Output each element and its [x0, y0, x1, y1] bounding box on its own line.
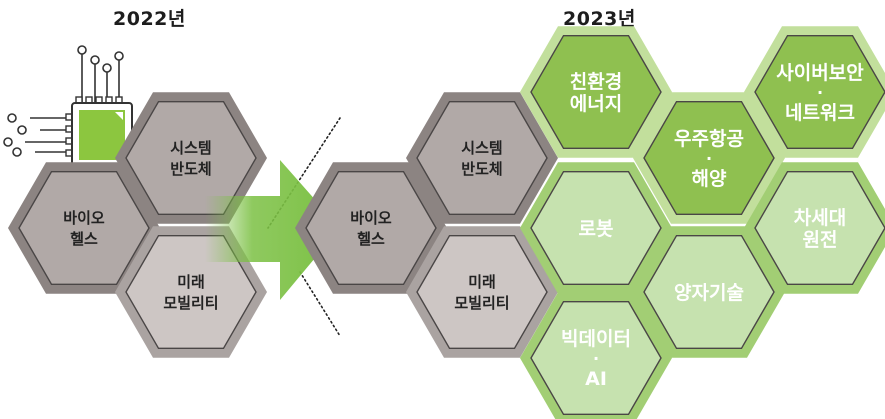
y2023-aerospace-marine-label-line-1: 우주항공 [674, 128, 744, 150]
y2023-aerospace-marine-label-line-2: · [706, 149, 712, 168]
y2022-bio-health-label-line-1: 바이오 [63, 209, 105, 227]
y2023-hex-quantum: 양자기술 [633, 226, 785, 358]
y2023-hex-aerospace-marine: 우주항공·해양 [633, 92, 785, 224]
y2023-system-semi-label-line-2: 반도체 [461, 160, 502, 178]
y2023-hex-bigdata-ai: 빅데이터·AI [520, 292, 672, 419]
y2023-bigdata-ai-label-line-2: · [593, 349, 599, 368]
y2023-bio-health-label-line-1: 바이오 [350, 209, 392, 227]
y2022-future-mobility-label-line-2: 모빌리티 [163, 294, 218, 312]
y2023-cyber-network-label-line-3: 네트워크 [785, 102, 855, 124]
y2023-eco-energy-label-line-2: 에너지 [570, 93, 622, 115]
y2022-system-semi-label-line-2: 반도체 [170, 160, 211, 178]
y2023-quantum-label-line-1: 양자기술 [674, 282, 744, 304]
year-2022-label: 2022년 [113, 8, 186, 30]
transition-arrow [205, 160, 340, 300]
y2023-bio-health-label-line-2: 헬스 [357, 230, 385, 248]
y2023-hex-robot: 로봇 [520, 162, 672, 294]
y2023-cyber-network-label-line-2: · [817, 83, 823, 102]
y2022-system-semi-label-line-1: 시스템 [170, 139, 211, 157]
y2023-hex-cyber-network: 사이버보안·네트워크 [744, 26, 885, 158]
y2023-bigdata-ai-label-line-1: 빅데이터 [561, 328, 631, 350]
y2023-system-semi-label-line-1: 시스템 [461, 139, 502, 157]
y2023-future-mobility-label-line-1: 미래 [468, 273, 496, 291]
y2023-aerospace-marine-label-line-3: 해양 [692, 168, 727, 190]
year-2023-label: 2023년 [563, 8, 636, 30]
y2023-next-gen-nuclear-label-line-1: 차세대 [794, 207, 846, 229]
semiconductor-chip-icon [3, 45, 133, 168]
y2023-next-gen-nuclear-label-line-2: 원전 [803, 229, 838, 251]
y2022-future-mobility-label-line-1: 미래 [177, 273, 205, 291]
y2023-robot-label-line-1: 로봇 [579, 218, 614, 240]
y2023-future-mobility-label-line-2: 모빌리티 [454, 294, 509, 312]
y2023-cyber-network-label-line-1: 사이버보안 [776, 62, 864, 84]
section-divider-lower [299, 271, 341, 337]
y2022-bio-health-label-line-2: 헬스 [70, 230, 98, 248]
y2023-eco-energy-label-line-1: 친환경 [570, 71, 622, 93]
y2023-bigdata-ai-label-line-3: AI [585, 368, 607, 390]
